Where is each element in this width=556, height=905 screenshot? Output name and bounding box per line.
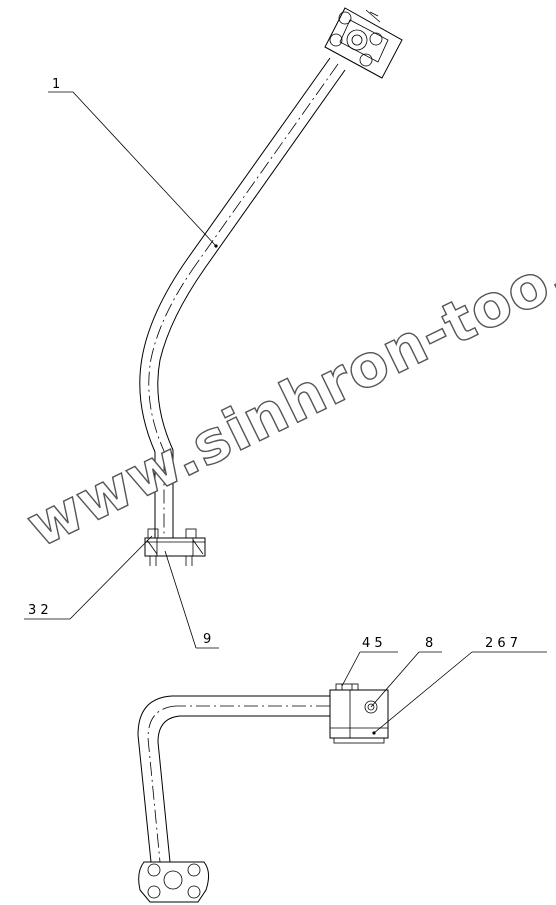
lower-pipe-outer [137,695,330,863]
watermark-text: www.sinhron-too.kz [16,206,556,561]
callout-leaders [24,91,547,734]
lower-pipe-assembly [137,683,389,903]
callout-label-9: 9 [203,632,211,647]
callout-label-8: 8 [425,636,433,651]
callout-label-2-6-7: 2 6 7 [485,636,518,651]
connector-block [329,683,389,744]
upper-pipe-inner [157,69,346,538]
callout-label-1: 1 [52,77,60,92]
lower-pipe-inner [157,715,330,863]
bottom-flange [144,528,206,566]
lower-bottom-flange [138,861,210,903]
top-flange [324,7,403,79]
upper-pipe-assembly [139,7,403,566]
callout-label-3-2: 3 2 [28,603,49,618]
callout-label-4-5: 4 5 [362,636,383,651]
upper-pipe-outer [139,57,331,538]
